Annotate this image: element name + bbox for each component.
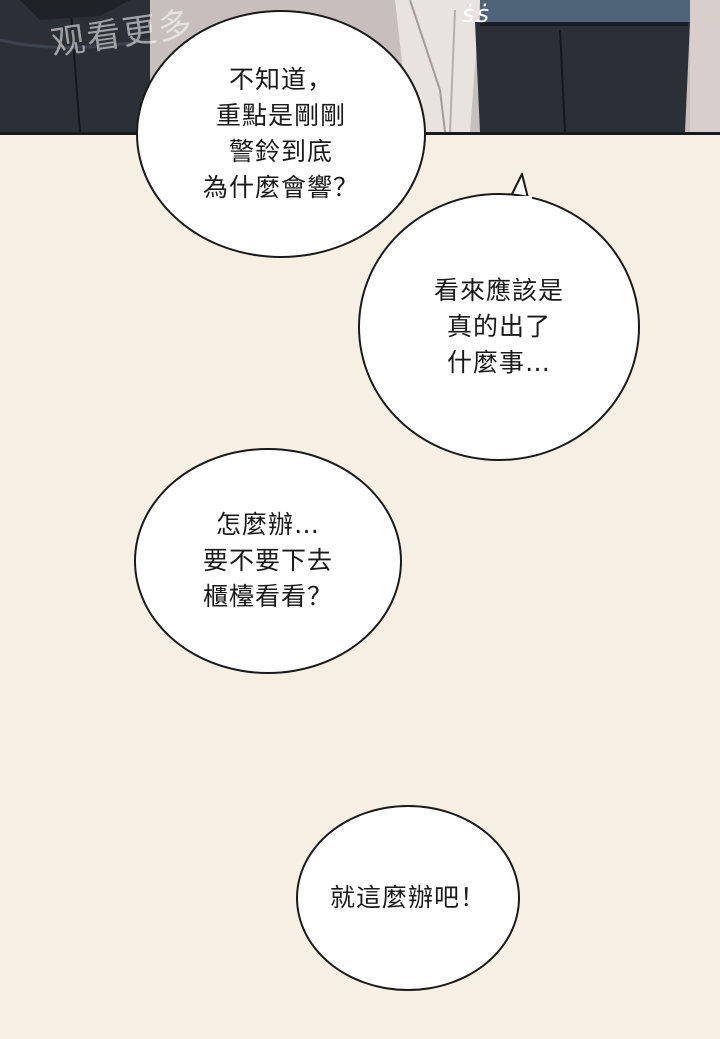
right-figure-pants xyxy=(475,22,690,132)
speech-line: 警鈴到底 xyxy=(228,137,333,166)
speech-text: 看來應該是 真的出了 什麼事… xyxy=(434,273,564,381)
speech-line: 要不要下去 xyxy=(202,546,333,575)
right-figure-shirt xyxy=(480,0,690,22)
speech-line: 什麼事… xyxy=(446,348,551,377)
speech-line: 櫃檯看看？ xyxy=(202,582,333,611)
speech-text: 就這麼辦吧！ xyxy=(330,880,486,916)
speech-line: 看來應該是 xyxy=(433,276,564,305)
speech-bubble-3: 怎麼辦… 要不要下去 櫃檯看看？ xyxy=(134,448,402,674)
speech-text: 怎麼辦… 要不要下去 櫃檯看看？ xyxy=(203,507,333,615)
speech-line: 怎麼辦… xyxy=(215,510,320,539)
tail-seam xyxy=(508,196,532,204)
speech-bubble-1: 不知道， 重點是剛剛 警鈴到底 為什麼會響？ xyxy=(136,10,426,258)
speech-text: 不知道， 重點是剛剛 警鈴到底 為什麼會響？ xyxy=(203,62,359,206)
speech-bubble-2: 看來應該是 真的出了 什麼事… xyxy=(358,193,640,461)
speech-bubble-4: 就這麼辦吧！ xyxy=(296,805,520,991)
speech-line: 重點是剛剛 xyxy=(215,101,346,130)
speech-line: 真的出了 xyxy=(446,312,551,341)
sound-effect: ṡṡ xyxy=(462,0,492,28)
speech-line: 不知道， xyxy=(228,65,333,94)
speech-line: 就這麼辦吧！ xyxy=(329,883,486,912)
speech-line: 為什麼會響？ xyxy=(202,173,359,202)
